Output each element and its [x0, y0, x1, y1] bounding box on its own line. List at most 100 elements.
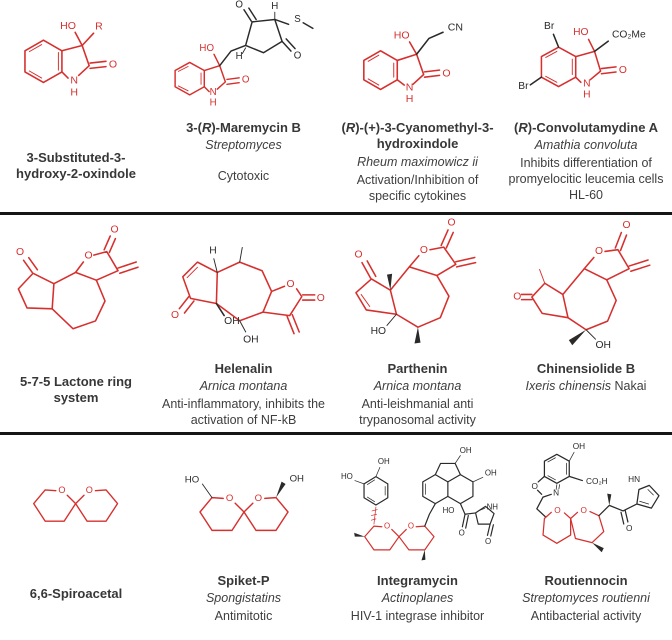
atom-label-br: Br [544, 21, 555, 32]
atom-label-ho: HO [573, 27, 588, 38]
compound-activity: Anti-leishmanial anti trypanosomal activ… [359, 397, 476, 428]
title-text: ( [341, 120, 346, 135]
compound-source: Actinoplanes [351, 590, 484, 606]
atom-label-h: H [271, 1, 278, 12]
atom-label-o: O [86, 485, 93, 495]
title-italic: R [201, 120, 212, 135]
chinensiolide-b-drawing: O O O OH [513, 220, 651, 351]
title-text: )-Convolutamydine A [527, 120, 658, 135]
compound-source: Rheum maximowicz ii [337, 154, 498, 170]
figure-row-lactones: O O O 5-7-5 Lactone ring system [0, 215, 672, 435]
compound-cell-spiroacetal-core: O O 6,6-Spiroacetal [0, 435, 152, 640]
compound-cell-helenalin: H O O O OH OH Helenalin Arnica montana A… [152, 215, 335, 432]
title-text: Routiennocin [544, 573, 628, 588]
structure-cyanomethyl-hydroxindole: HO CN O N H [335, 0, 500, 120]
atom-label-n: N [553, 489, 559, 498]
atom-label-h: H [70, 87, 78, 99]
structure-integramycin: OH HO OH OH HO NH O O O O [335, 435, 500, 573]
compound-info: 3-(R)-Maremycin B Streptomyces Cytotoxic [184, 120, 303, 184]
atom-label-br: Br [518, 81, 529, 92]
spiket-p-drawing: HO O O OH [184, 474, 304, 532]
atom-label-oh: OH [224, 316, 240, 327]
title-text: )-(+)-3-Cyanomethyl-3-hydroxindole [355, 120, 494, 152]
title-text: Spiket-P [217, 573, 270, 588]
atom-label-n: N [406, 81, 414, 93]
atom-label-o: O [580, 506, 587, 515]
atom-label-o: O [58, 485, 65, 495]
atom-label-o: O [286, 279, 294, 290]
compound-activity: Activation/Inhibition of specific cytoki… [356, 172, 479, 203]
compound-title: Chinensiolide B [526, 361, 647, 377]
compound-source: Arnica montana [337, 378, 498, 394]
atom-label-o: O [619, 65, 627, 76]
maremycin-b-drawing: HO O N H O H S O H [173, 0, 314, 108]
title-text: )-Maremycin B [211, 120, 301, 135]
atom-label-o: O [384, 522, 390, 531]
atom-label-ho: HO [394, 29, 410, 41]
atom-label-oh: OH [485, 468, 497, 477]
atom-label-s: S [294, 14, 301, 25]
bond-skeleton [363, 31, 444, 91]
compound-info: (R)-Convolutamydine A Amathia convoluta … [500, 120, 672, 203]
atom-label-oh: OH [289, 474, 303, 485]
bond-skeleton [178, 246, 316, 335]
compound-source: Spongistatins [206, 590, 281, 606]
structure-chinensiolide-b: O O O OH [500, 215, 672, 361]
atom-label-o: O [531, 482, 538, 491]
atom-label-oh: OH [460, 446, 472, 455]
atom-label-o: O [626, 524, 633, 533]
atom-label-co2me: CO₂Me [612, 30, 646, 41]
atom-label-o: O [225, 493, 232, 504]
atom-label-o: O [513, 292, 521, 303]
atom-label-n: N [70, 74, 78, 86]
atom-label-h: H [209, 97, 216, 108]
compound-info: (R)-(+)-3-Cyanomethyl-3-hydroxindole Rhe… [335, 120, 500, 204]
atom-label-o: O [408, 522, 414, 531]
bond-skeleton [33, 489, 119, 522]
bond-skeleton [529, 33, 617, 88]
atom-label-o: O [111, 225, 119, 236]
compound-info: 3-Substituted-3-hydroxy-2-oxindole [0, 120, 152, 185]
bond-skeleton [198, 481, 289, 532]
atom-label-h: H [406, 93, 414, 105]
compound-title: (R)-Convolutamydine A [502, 120, 670, 136]
convolutamydine-a-drawing: Br Br HO CO₂Me O N H [518, 21, 646, 101]
atom-label-h: H [209, 246, 216, 257]
source-italic: Amathia convoluta [534, 138, 638, 153]
atom-label-ho: HO [199, 43, 214, 54]
compound-cell-chinensiolide-b: O O O OH Chinensiolide B Ixeris chinensi… [500, 215, 672, 432]
source-italic: Arnica montana [373, 379, 462, 394]
atom-label-h: H [235, 51, 242, 62]
title-text: Integramycin [377, 573, 458, 588]
compound-activity: HIV-1 integrase inhibitor [350, 609, 485, 624]
compound-activity: Antimitotic [214, 609, 273, 624]
atom-label-ho: HO [60, 20, 76, 32]
compound-cell-spiket-p: HO O O OH Spiket-P Spongistatins Antimit… [152, 435, 335, 640]
cyanomethyl-hydroxindole-drawing: HO CN O N H [363, 22, 463, 105]
atom-label-co2h: CO₂H [586, 477, 608, 486]
title-text: Chinensiolide B [536, 361, 636, 376]
compound-source: Ixeris chinensis Nakai [526, 378, 647, 394]
compound-source: Streptomyces routienni [522, 590, 650, 606]
bond-skeleton [24, 31, 107, 84]
title-text: 3-( [186, 120, 202, 135]
title-italic: R [345, 120, 356, 135]
atom-label-o: O [109, 58, 117, 70]
structure-helenalin: H O O O OH OH [152, 215, 335, 361]
compound-title: Helenalin [154, 361, 333, 377]
compound-cell-convolutamydine-a: Br Br HO CO₂Me O N H (R)-Convolutamydine… [500, 0, 672, 212]
compound-title: 6,6-Spiroacetal [30, 586, 123, 602]
compound-info: Chinensiolide B Ixeris chinensis Nakai [524, 361, 649, 396]
spiroacetal-core-drawing: O O [33, 485, 119, 522]
compound-cell-oxindole-core: HO R O N H 3-Substituted-3-hydroxy-2-oxi… [0, 0, 152, 212]
atom-label-oh: OH [595, 340, 610, 351]
bond-skeleton [17, 235, 139, 330]
atom-label-o: O [447, 218, 455, 229]
atom-label-o: O [241, 75, 249, 86]
title-italic: R [518, 120, 528, 135]
compound-title: 3-(R)-Maremycin B [186, 120, 301, 136]
title-text: Helenalin [214, 361, 273, 376]
atom-label-o: O [16, 247, 24, 258]
figure-row-oxindoles: HO R O N H 3-Substituted-3-hydroxy-2-oxi… [0, 0, 672, 215]
